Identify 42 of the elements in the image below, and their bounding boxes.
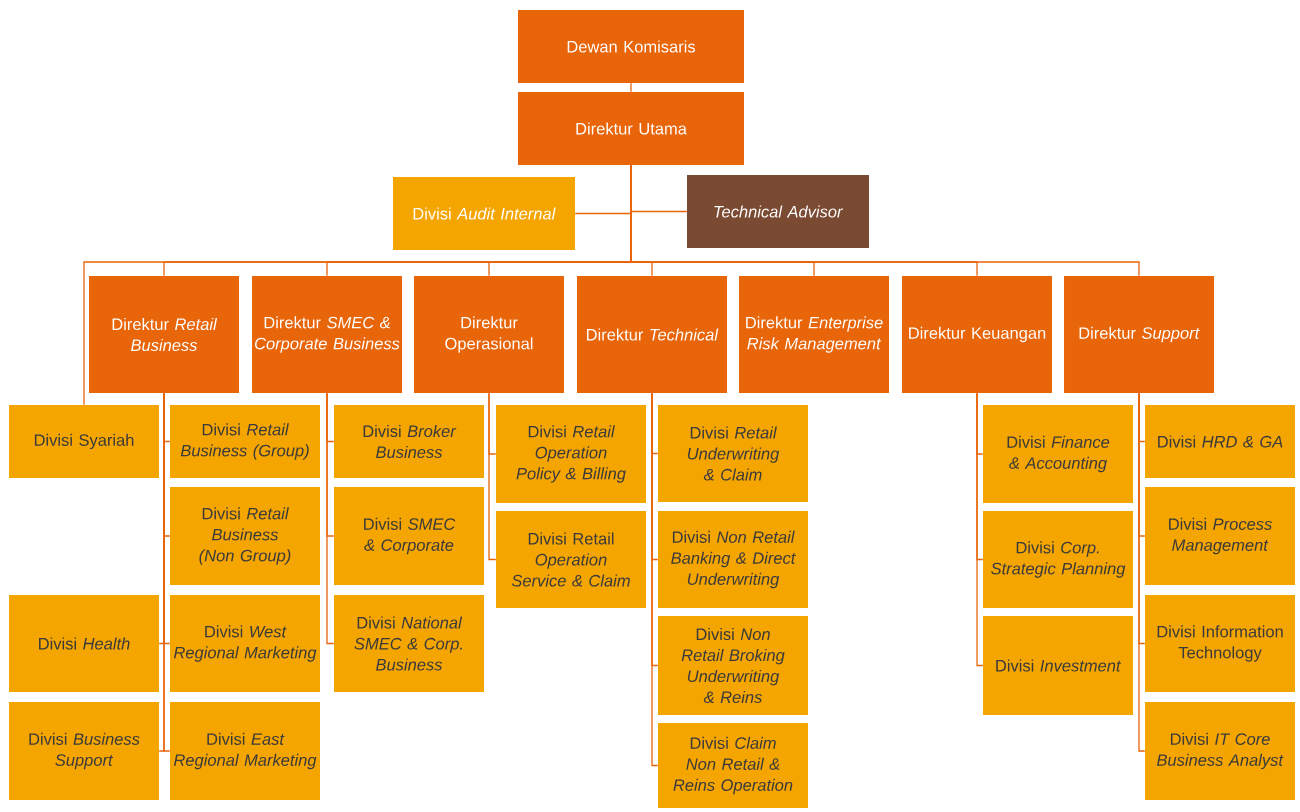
division-box: Divisi Business Support	[9, 702, 159, 800]
division-box: Divisi East Regional Marketing	[170, 702, 320, 800]
director-box: Direktur Support	[1064, 276, 1214, 393]
division-box: Divisi Retail Business (Non Group)	[170, 487, 320, 585]
director-box: Direktur Retail Business	[89, 276, 239, 393]
division-box: Divisi Retail Operation Policy & Billing	[496, 405, 646, 503]
director-box: Direktur Operasional	[414, 276, 564, 393]
connector-line	[651, 392, 659, 767]
director-box: Direktur SMEC & Corporate Business	[252, 276, 402, 393]
division-box: Divisi Finance & Accounting	[983, 405, 1133, 503]
division-box: Divisi SMEC & Corporate	[334, 487, 484, 585]
division-box: Divisi Process Management	[1145, 487, 1295, 585]
division-box: Divisi Non Retail Banking & Direct Underwriting	[658, 511, 808, 608]
division-box: Divisi West Regional Marketing	[170, 595, 320, 692]
division-box: Divisi IT Core Business Analyst	[1145, 702, 1295, 800]
division-box: Divisi Health	[9, 595, 159, 692]
connector-line	[163, 392, 171, 752]
division-box: Divisi Audit Internal	[393, 177, 575, 250]
director-box: Dewan Komisaris	[518, 10, 744, 83]
division-box: Divisi Investment	[983, 616, 1133, 715]
director-box: Direktur Utama	[518, 92, 744, 165]
connector-line	[488, 392, 497, 561]
connector-line	[1138, 392, 1146, 752]
director-box: Direktur Technical	[577, 276, 727, 393]
division-box: Divisi Information Technology	[1145, 595, 1295, 692]
division-box: Divisi Corp. Strategic Planning	[983, 511, 1133, 608]
division-box: Divisi HRD & GA	[1145, 405, 1295, 478]
director-box: Direktur Enterprise Risk Management	[739, 276, 889, 393]
director-box: Direktur Keuangan	[902, 276, 1052, 393]
division-box: Divisi National SMEC & Corp. Business	[334, 595, 484, 692]
division-box: Divisi Retail Underwriting & Claim	[658, 405, 808, 502]
division-box: Divisi Broker Business	[334, 405, 484, 478]
connector-line	[630, 164, 1140, 277]
connector-line	[326, 392, 335, 645]
division-box: Divisi Retail Operation Service & Claim	[496, 511, 646, 608]
advisor-box: Technical Advisor	[687, 175, 869, 248]
connector-line	[630, 82, 632, 93]
division-box: Divisi Syariah	[9, 405, 159, 478]
connector-line	[976, 392, 984, 667]
division-box: Divisi Non Retail Broking Underwriting & Reins	[658, 616, 808, 715]
division-box: Divisi Claim Non Retail & Reins Operation	[658, 723, 808, 808]
division-box: Divisi Retail Business (Group)	[170, 405, 320, 478]
